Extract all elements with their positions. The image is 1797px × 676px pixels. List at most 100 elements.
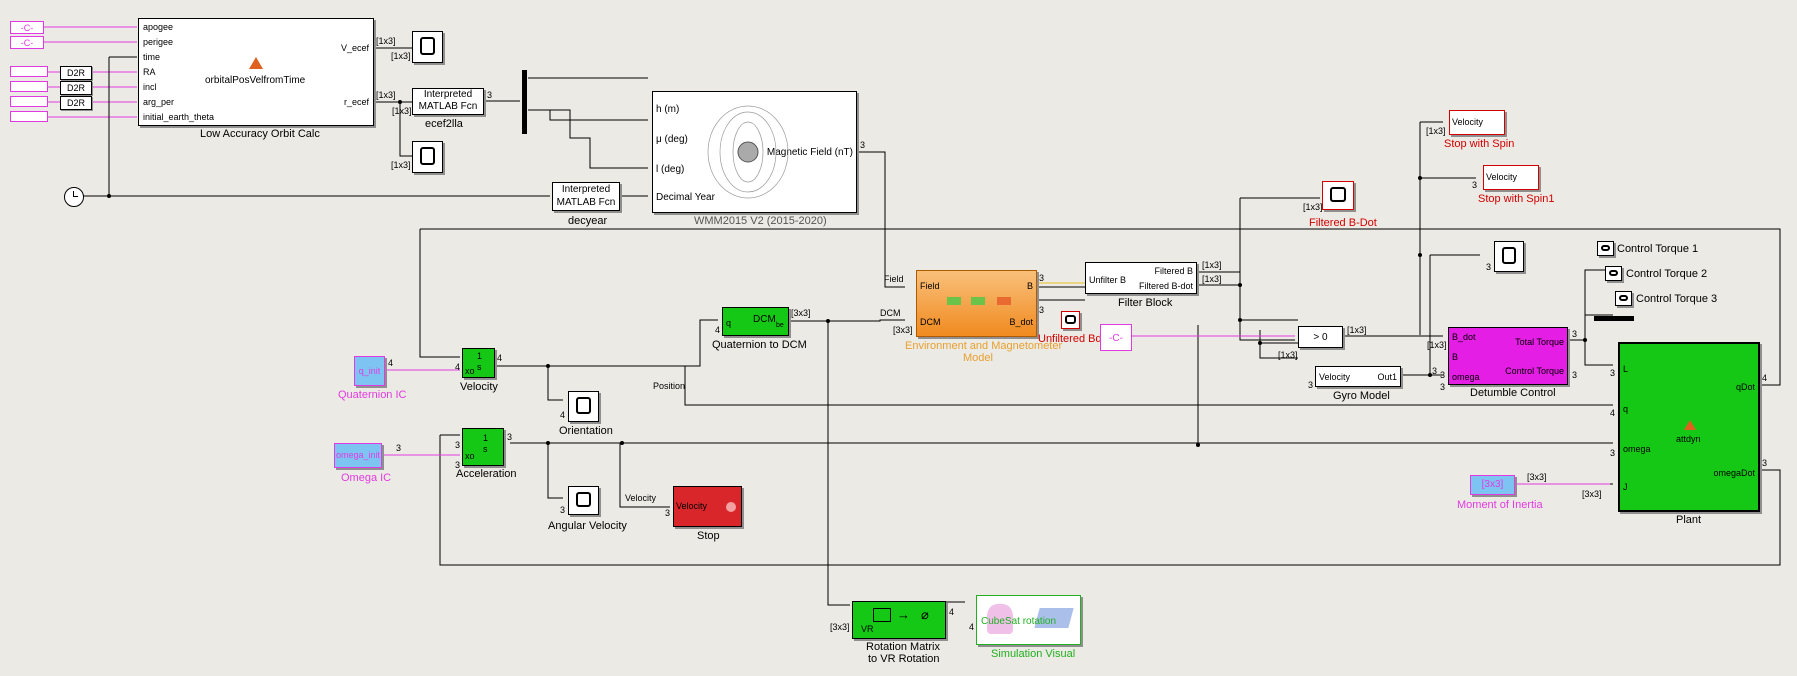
control-torque-3-label: Control Torque 3: [1636, 293, 1718, 305]
plant-block[interactable]: L q omega J qDot omegaDot attdyn: [1618, 342, 1760, 512]
omega-ic-block[interactable]: omega_init: [334, 443, 382, 468]
gyro-model-block[interactable]: Velocity Out1: [1315, 366, 1401, 387]
port-detumble-b: B: [1452, 352, 1459, 362]
env-inner-1: [947, 297, 961, 305]
sig-gyro-in: 3: [1308, 380, 1314, 390]
sig-plant-in-j: [3x3]: [1582, 489, 1602, 499]
sig-gyro-out: 3: [1432, 366, 1438, 376]
wmm-block[interactable]: h (m) μ (deg) l (deg) Decimal Year Magne…: [652, 91, 857, 213]
sig-accint-in1: 3: [455, 440, 461, 450]
sig-det-out2: 3: [1572, 370, 1578, 380]
argper-constant[interactable]: [10, 96, 48, 107]
compare-constant[interactable]: -C-: [1100, 324, 1132, 351]
scope-orientation[interactable]: [568, 391, 599, 422]
cubesat-shape-1: [987, 604, 1013, 634]
perigee-constant[interactable]: -C-: [10, 36, 44, 49]
quat-ic-label: q_init: [358, 366, 381, 376]
stop-with-spin1-block[interactable]: Velocity: [1483, 165, 1539, 190]
ra-constant[interactable]: [10, 66, 48, 77]
sig-velint-out: 4: [497, 353, 503, 363]
moment-of-inertia-block[interactable]: [3x3]: [1470, 475, 1515, 495]
ecef2lla-block[interactable]: Interpreted MATLAB Fcn: [412, 88, 484, 115]
d2r-incl[interactable]: D2R: [60, 81, 92, 95]
environment-caption-2: Model: [963, 352, 993, 364]
port-incl: incl: [143, 82, 157, 92]
simulation-visual-caption: Simulation Visual: [991, 648, 1076, 660]
demux-torque[interactable]: [1594, 316, 1634, 321]
orbit-calc-block[interactable]: apogee perigee time RA incl arg_per init…: [138, 18, 374, 126]
acceleration-integrator-block[interactable]: 1 s xo: [462, 428, 504, 466]
scope-control-torque-3[interactable]: [1615, 291, 1632, 306]
gyro-caption: Gyro Model: [1333, 390, 1390, 402]
theta-constant[interactable]: [10, 111, 48, 122]
acceleration-caption: Acceleration: [456, 468, 517, 480]
stop-with-spin-block[interactable]: Velocity: [1449, 110, 1505, 135]
port-perigee: perigee: [143, 37, 174, 47]
scope-unfiltered-bdot[interactable]: [1061, 311, 1080, 329]
sig-env-bdot: 3: [1039, 305, 1045, 315]
d2r-argper[interactable]: D2R: [60, 96, 92, 110]
port-plant-q: q: [1623, 404, 1629, 414]
port-dcm-sub: be: [776, 322, 784, 329]
sig-spin: [1x3]: [1426, 126, 1446, 136]
demux-bar[interactable]: [522, 70, 527, 134]
sig-det-1: [1x3]: [1427, 340, 1447, 350]
port-dcm: DCM: [920, 317, 941, 327]
incl-constant[interactable]: [10, 81, 48, 92]
scope-control-torque-1[interactable]: [1597, 241, 1614, 256]
port-dcm-out: DCM: [753, 314, 776, 325]
port-decimal-year: Decimal Year: [656, 192, 715, 203]
compare-block[interactable]: > 0: [1298, 326, 1343, 348]
sig-compare-2: [1x3]: [1278, 350, 1298, 360]
environment-model-block[interactable]: Field DCM B B_dot: [916, 270, 1037, 337]
scope-control-torque-2[interactable]: [1605, 266, 1622, 281]
control-torque-2-label: Control Torque 2: [1626, 268, 1708, 280]
sig-vecef-2: [1x3]: [391, 51, 411, 61]
quaternion-to-dcm-block[interactable]: q DCM be: [722, 307, 789, 336]
vr-caption-1: Rotation Matrix: [866, 641, 940, 653]
quaternion-ic-block[interactable]: q_init: [354, 356, 385, 386]
simulation-visual-block[interactable]: CubeSat rotation: [976, 595, 1081, 645]
scope-vecef[interactable]: [412, 31, 443, 63]
unfiltered-bdot-caption: Unfiltered Bdot: [1038, 333, 1111, 345]
sig-plant-in-q: 4: [1610, 408, 1616, 418]
filter-block[interactable]: Unfilter B Filtered B Filtered B-dot: [1085, 262, 1197, 294]
sig-velocity-label: Velocity: [625, 493, 657, 503]
port-plant-l: L: [1623, 364, 1629, 374]
detumble-control-block[interactable]: B_dot B omega Total Torque Control Torqu…: [1448, 327, 1568, 385]
port-field: Field: [920, 281, 940, 291]
rotation-icon: ⌀: [921, 607, 929, 622]
orbit-function-name: orbitalPosVelfromTime: [205, 75, 306, 86]
control-torque-1-label: Control Torque 1: [1617, 243, 1699, 255]
vr-rotation-block[interactable]: VR → ⌀: [852, 601, 946, 639]
sig-orient-in: 4: [560, 410, 566, 420]
scope-filtered-bdot[interactable]: [1322, 181, 1354, 210]
port-filtered-bdot: Filtered B-dot: [1138, 281, 1193, 291]
d2r-ra[interactable]: D2R: [60, 66, 92, 80]
scope-angular-velocity[interactable]: [568, 486, 599, 515]
sig-det-2: 3: [1440, 370, 1446, 380]
clock-icon[interactable]: [64, 187, 84, 207]
sig-position: Position: [653, 381, 686, 391]
port-apogee: apogee: [143, 22, 174, 32]
stop-block[interactable]: Velocity: [673, 486, 742, 527]
vel-int-den: s: [477, 362, 482, 372]
stop-spin1-label: Velocity: [1486, 172, 1518, 182]
scope-torque-mid[interactable]: [1494, 241, 1524, 272]
port-control-torque: Control Torque: [1505, 366, 1564, 376]
decyear-block[interactable]: Interpreted MATLAB Fcn: [552, 182, 620, 211]
scope-recef[interactable]: [412, 141, 443, 173]
port-total-torque: Total Torque: [1515, 337, 1564, 347]
sig-ecef2lla-out: 3: [487, 90, 493, 100]
decyear-line2: MATLAB Fcn: [556, 197, 616, 208]
sig-plant-in-l: 3: [1610, 368, 1616, 378]
apogee-constant[interactable]: -C-: [10, 21, 44, 34]
port-detumble-bdot: B_dot: [1452, 332, 1476, 342]
filter-caption: Filter Block: [1118, 297, 1173, 309]
port-h: h (m): [656, 104, 680, 115]
sig-field-label: Field: [884, 274, 904, 284]
velocity-integrator-block[interactable]: 1 s xo: [462, 348, 495, 378]
port-theta: initial_earth_theta: [143, 112, 215, 122]
sig-plant-in-omega: 3: [1610, 448, 1616, 458]
port-q: q: [726, 318, 732, 328]
